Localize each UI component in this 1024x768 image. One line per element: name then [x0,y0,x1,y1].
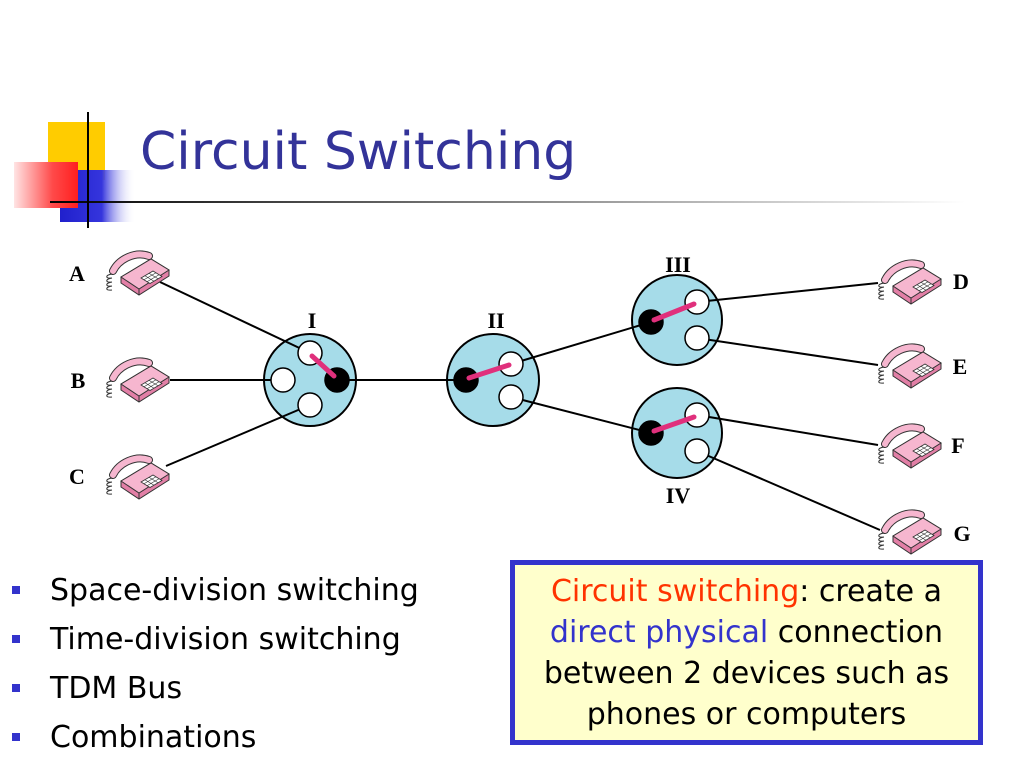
telephone-icon [879,513,941,554]
switch-port [684,438,710,464]
switch-ii: II [453,308,524,410]
definition-callout: Circuit switching: create a direct physi… [510,560,983,745]
link-switch-iv-to-g [696,450,881,531]
phone-c: C [69,458,169,499]
title-underline [50,201,965,203]
switch-label: IV [666,483,691,508]
switch-iii: III [638,252,710,351]
bullet-text: TDM Bus [50,671,183,706]
links [159,281,881,531]
square-bullet-icon [12,684,20,692]
bullet-item: Combinations [0,713,419,762]
callout-line: direct physical connection [550,612,943,653]
crosspoint-connection [651,414,697,434]
bullet-text: Time-division switching [50,622,401,657]
switch-port [684,289,710,315]
phone-e: E [879,347,968,388]
logo-red-block [14,162,78,208]
link-switch-iii-to-e [696,337,879,366]
callout-term: Circuit switching [550,573,800,609]
telephone-icon [879,427,941,468]
callout-text: connection [777,614,944,650]
link-switch-ii-to-switch-iii [510,321,652,365]
telephone-icon [107,361,169,402]
link-switch-ii-to-switch-iv [510,396,652,434]
phone-label: E [953,354,968,379]
telephone-icon [107,458,169,499]
phone-b: B [71,361,169,402]
bullet-item: Time-division switching [0,615,419,664]
switch-iv: IV [638,402,710,508]
link-switch-iii-to-d [696,282,879,303]
phone-label: F [951,433,964,458]
telephone-icon [879,263,941,304]
callout-line: between 2 devices such as [544,653,949,694]
phone-d: D [879,263,969,304]
link-c-to-switch-i [165,404,311,467]
slide-title: Circuit Switching [140,122,577,182]
phone-label: A [69,261,85,286]
link-a-to-switch-i [159,281,311,354]
phone-f: F [879,427,965,468]
bullet-item: TDM Bus [0,664,419,713]
link-switch-iv-to-f [696,414,879,446]
title-logo [14,112,965,228]
callout-line: phones or computers [587,694,907,735]
switch-port [684,402,710,428]
crosspoint-connection [466,362,512,381]
callout-text: : create a [799,573,943,609]
switch-label: III [665,252,691,277]
bullet-text: Space-division switching [50,573,419,608]
switch-label: I [308,308,317,333]
square-bullet-icon [12,586,20,594]
switch-port [297,392,323,418]
switch-port-active [638,309,664,335]
circuit-switching-diagram: I II III IV A B [69,230,971,560]
phone-label: D [953,269,969,294]
phone-g: G [879,513,971,554]
crosspoint-connection [309,353,337,379]
telephone-icon [879,347,941,388]
callout-line: Circuit switching: create a [551,571,942,612]
switch-i: I [270,308,350,418]
callout-emphasis: direct physical [549,614,769,650]
callout-text: phones or computers [586,696,907,732]
switch-port [498,384,524,410]
switch-label: II [487,308,504,333]
callout-text: between 2 devices such as [543,655,950,691]
bullet-list: Space-division switching Time-division s… [0,566,419,762]
square-bullet-icon [12,733,20,741]
bullet-text: Combinations [50,720,257,755]
bullet-item: Space-division switching [0,566,419,615]
square-bullet-icon [12,635,20,643]
crosspoint-connection [651,301,697,323]
switch-port [684,325,710,351]
phone-label: B [71,368,86,393]
switch-port [270,367,296,393]
phone-label: G [953,521,970,546]
switch-port-active [453,367,479,393]
phone-label: C [69,464,85,489]
phone-a: A [69,254,169,295]
switch-port-active [638,420,664,446]
telephone-icon [107,254,169,295]
